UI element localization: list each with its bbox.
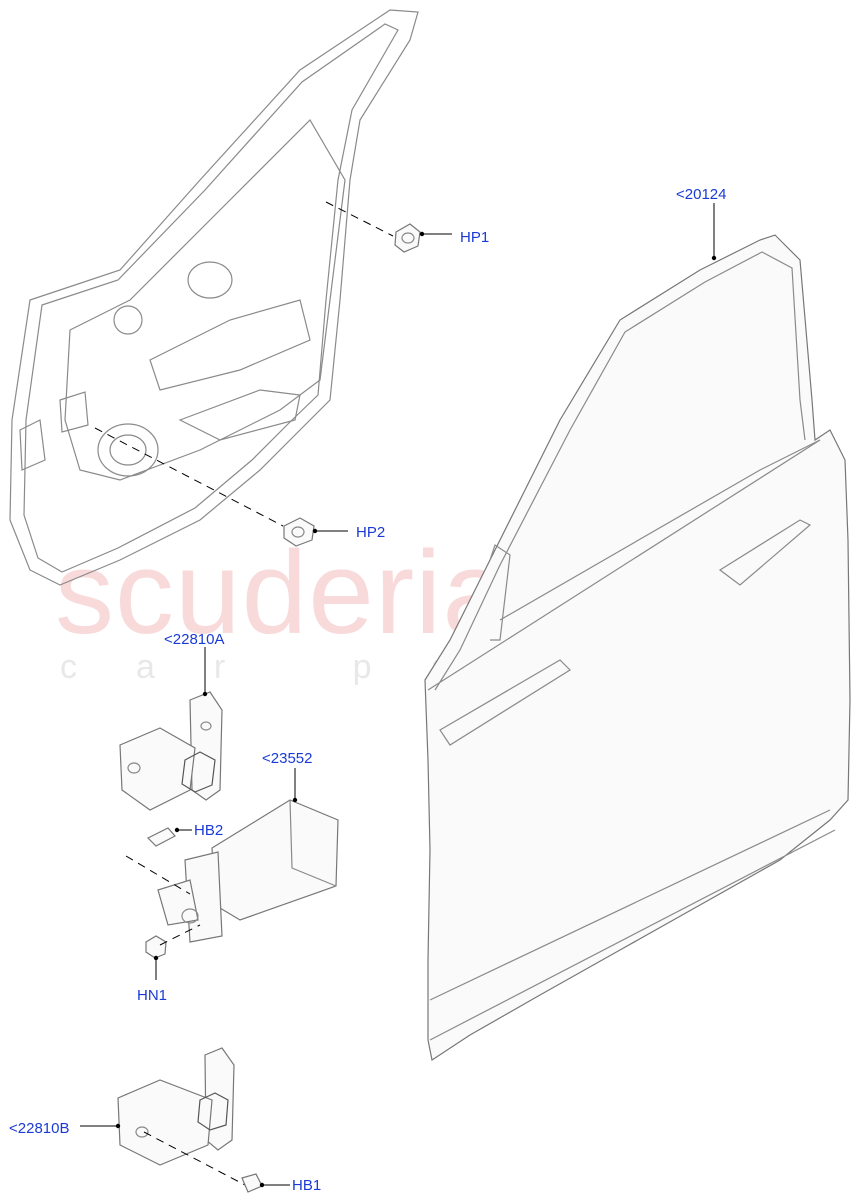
watermark-logo: scuderia xyxy=(55,527,510,659)
bolt-hb2 xyxy=(125,827,192,895)
callout-22810b[interactable]: <22810B xyxy=(9,1120,70,1137)
plug-hp2 xyxy=(94,427,348,547)
callout-22810a[interactable]: <22810A xyxy=(164,631,225,648)
callout-hp2[interactable]: HP2 xyxy=(356,524,386,541)
callout-hn1[interactable]: HN1 xyxy=(137,987,168,1004)
callout-20124[interactable]: <20124 xyxy=(676,186,727,203)
upper-hinge xyxy=(119,647,223,811)
callout-hp1[interactable]: HP1 xyxy=(460,229,490,246)
callout-hb1[interactable]: HB1 xyxy=(292,1177,322,1194)
door-shell xyxy=(424,203,851,1061)
callout-23552[interactable]: <23552 xyxy=(262,750,313,767)
bolt-hb1 xyxy=(241,1173,290,1193)
nut-hn1 xyxy=(145,924,201,980)
inner-door-frame xyxy=(9,9,419,586)
callout-hb2[interactable]: HB2 xyxy=(194,822,224,839)
lower-hinge xyxy=(80,1047,246,1186)
plug-hp1 xyxy=(325,201,452,253)
door-check-arm xyxy=(157,768,339,943)
